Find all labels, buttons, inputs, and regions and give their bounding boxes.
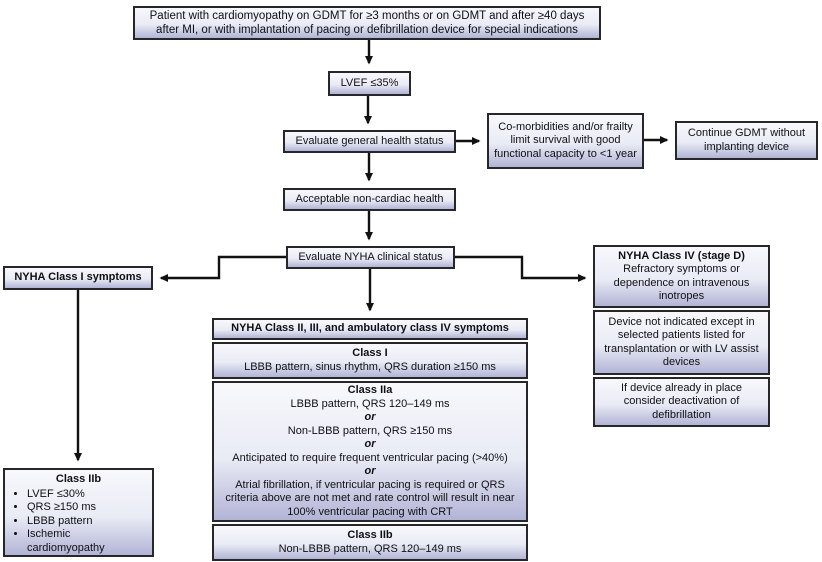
nyha2-3-column: NYHA Class II, III, and ambulatory class…	[212, 318, 528, 561]
or-separator: or	[364, 465, 376, 477]
class2b-left-title: Class IIb	[55, 473, 102, 485]
deactivation-box: If device already in place consider deac…	[593, 377, 770, 427]
acceptable-health-box: Acceptable non-cardiac health	[283, 188, 456, 211]
class2b-left-box: Class IIb LVEF ≤30% QRS ≥150 ms LBBB pat…	[3, 468, 154, 557]
list-item: QRS ≥150 ms	[27, 501, 146, 515]
list-item: LVEF ≤30%	[27, 488, 146, 502]
nyha2-3-header-box: NYHA Class II, III, and ambulatory class…	[212, 318, 528, 340]
class1-box: Class I LBBB pattern, sinus rhythm, QRS …	[212, 342, 528, 379]
class2a-item: Non-LBBB pattern, QRS ≥150 ms	[287, 424, 453, 437]
device-not-indicated-box: Device not indicated except in selected …	[593, 310, 770, 375]
comorbidities-text: Co-morbidities and/or frailty limit surv…	[494, 120, 637, 160]
class2a-box: Class IIa LBBB pattern, QRS 120–149 ms o…	[212, 381, 528, 522]
nyha2-3-header-text: NYHA Class II, III, and ambulatory class…	[231, 322, 509, 335]
evaluate-health-text: Evaluate general health status	[295, 134, 444, 147]
nyha-class4-title: NYHA Class IV (stage D)	[618, 249, 745, 262]
nyha4-column: NYHA Class IV (stage D) Refractory sympt…	[593, 245, 770, 427]
patient-criteria-text: Patient with cardiomyopathy on GDMT for …	[149, 10, 585, 36]
nyha-class1-text: NYHA Class I symptoms	[14, 271, 142, 284]
patient-criteria-box: Patient with cardiomyopathy on GDMT for …	[133, 6, 601, 40]
class1-title: Class I	[352, 347, 388, 359]
class2b-middle-body: Non-LBBB pattern, QRS 120–149 ms	[278, 542, 462, 555]
lvef-text: LVEF ≤35%	[340, 76, 399, 89]
comorbidities-box: Co-morbidities and/or frailty limit surv…	[487, 113, 644, 169]
continue-gdmt-box: Continue GDMT without implanting device	[675, 121, 818, 160]
evaluate-nyha-text: Evaluate NYHA clinical status	[298, 250, 443, 263]
continue-gdmt-text: Continue GDMT without implanting device	[687, 127, 806, 153]
evaluate-health-box: Evaluate general health status	[283, 130, 456, 153]
nyha-class1-box: NYHA Class I symptoms	[3, 266, 153, 290]
deactivation-text: If device already in place consider deac…	[620, 381, 743, 421]
class2b-middle-title: Class IIb	[347, 529, 393, 541]
or-separator: or	[364, 411, 376, 423]
nyha-class4-box: NYHA Class IV (stage D) Refractory sympt…	[593, 245, 770, 308]
evaluate-nyha-box: Evaluate NYHA clinical status	[286, 246, 455, 269]
list-item: Ischemic cardiomyopathy	[27, 528, 146, 555]
acceptable-health-text: Acceptable non-cardiac health	[295, 192, 444, 205]
list-item: LBBB pattern	[27, 515, 146, 529]
class2a-item: LBBB pattern, QRS 120–149 ms	[290, 397, 450, 410]
class2b-criteria-list: LVEF ≤30% QRS ≥150 ms LBBB pattern Ische…	[11, 488, 146, 556]
nyha-class4-body: Refractory symptoms or dependence on int…	[613, 263, 750, 302]
or-separator: or	[364, 438, 376, 450]
class2b-middle-box: Class IIb Non-LBBB pattern, QRS 120–149 …	[212, 524, 528, 561]
class2a-title: Class IIa	[347, 384, 393, 396]
class2a-item: Atrial fibrillation, if ventricular paci…	[225, 478, 515, 518]
class1-body: LBBB pattern, sinus rhythm, QRS duration…	[244, 360, 496, 373]
lvef-box: LVEF ≤35%	[328, 71, 411, 96]
class2a-item: Anticipated to require frequent ventricu…	[232, 451, 508, 464]
device-not-indicated-text: Device not indicated except in selected …	[604, 315, 759, 369]
